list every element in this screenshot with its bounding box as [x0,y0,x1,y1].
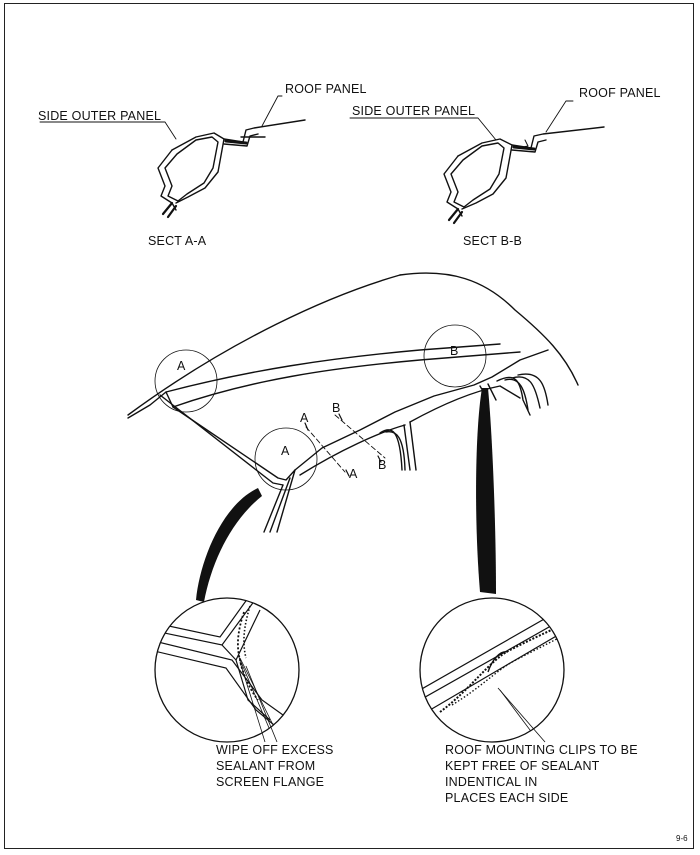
callout-letter-a-right: A [281,444,290,458]
detail-circle-left [154,597,300,743]
leader-roof-b [545,100,574,133]
zoom-wedge-b [476,388,496,594]
detail-circle-right [419,597,565,743]
note-right-line: PLACES EACH SIDE [445,791,569,805]
callout-letter-a-left: A [177,359,186,373]
note-wipe-off-sealant: WIPE OFF EXCESS SEALANT FROM SCREEN FLAN… [216,742,334,790]
section-a-a-profile [157,119,306,219]
note-roof-mounting-clips: ROOF MOUNTING CLIPS TO BE KEPT FREE OF S… [445,742,638,806]
note-right-line: KEPT FREE OF SEALANT [445,759,600,773]
section-b-b-profile [443,126,605,225]
cut-letter-b-top: B [332,401,341,415]
leader-roof-a [261,95,283,127]
section-b-title: SECT B-B [463,234,523,248]
cut-letter-a-bottom: A [349,467,358,481]
callout-circle-b [423,324,487,388]
cut-line-a [305,426,346,473]
leader-side-outer-b [349,117,497,141]
section-a-title: SECT A-A [148,234,207,248]
leader-side-outer-a [39,121,177,140]
page-number: 9-6 [676,834,688,843]
note-left-line: SCREEN FLANGE [216,775,325,789]
callout-letter-b: B [450,344,459,358]
note-right-line: ROOF MOUNTING CLIPS TO BE [445,743,638,757]
note-left-line: SEALANT FROM [216,759,316,773]
note-left-line: WIPE OFF EXCESS [216,743,334,757]
zoom-wedge-a [196,488,262,602]
page-frame [4,3,694,849]
label-roof-panel-b: ROOF PANEL [579,86,661,100]
label-roof-panel-a: ROOF PANEL [285,82,367,96]
note-right-line: INDENTICAL IN [445,775,538,789]
cut-line-b [334,414,386,459]
cut-letter-a-top: A [300,411,309,425]
callout-circle-a-left [154,349,218,413]
cut-letter-b-bottom: B [378,458,387,472]
label-side-outer-panel-b: SIDE OUTER PANEL [352,104,476,118]
roof-panel-outline [127,272,579,533]
label-side-outer-panel-a: SIDE OUTER PANEL [38,109,162,123]
callout-circle-a-right [254,427,318,491]
